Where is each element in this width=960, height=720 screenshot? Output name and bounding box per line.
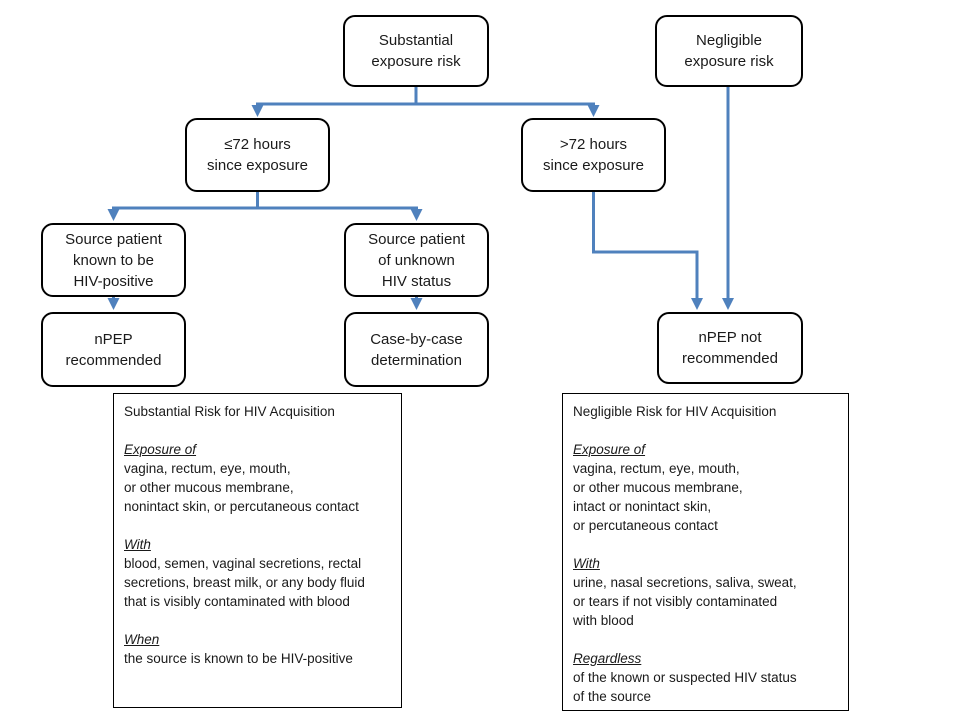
section-header: Exposure of	[573, 442, 646, 457]
section-body: of the known or suspected HIV status of …	[573, 670, 797, 704]
section-body: vagina, rectum, eye, mouth, or other muc…	[573, 461, 743, 533]
section-body: blood, semen, vaginal secretions, rectal…	[124, 556, 365, 609]
panel-negligible-risk-definition: Negligible Risk for HIV Acquisition Expo…	[562, 393, 849, 711]
node-le72-hours-since-exposure: ≤72 hours since exposure	[185, 118, 330, 192]
section-header: Regardless	[573, 651, 642, 666]
node-case-by-case-determination: Case-by-case determination	[344, 312, 489, 387]
node-source-patient-unknown-status: Source patient of unknown HIV status	[344, 223, 489, 297]
panel-substantial-risk-definition: Substantial Risk for HIV Acquisition Exp…	[113, 393, 402, 708]
section-when: When the source is known to be HIV-posit…	[124, 630, 391, 668]
connector-le72h-to-source-unknown	[257, 206, 423, 221]
node-npep-not-recommended: nPEP not recommended	[657, 312, 803, 384]
node-negligible-exposure-risk: Negligible exposure risk	[655, 15, 803, 87]
node-source-patient-hiv-positive: Source patient known to be HIV-positive	[41, 223, 186, 297]
panel-title: Negligible Risk for HIV Acquisition	[573, 404, 777, 419]
node-npep-recommended: nPEP recommended	[41, 312, 186, 387]
section-exposure-of: Exposure of vagina, rectum, eye, mouth, …	[573, 440, 838, 535]
section-header: When	[124, 632, 160, 647]
section-with: With blood, semen, vaginal secretions, r…	[124, 535, 391, 611]
section-header: With	[573, 556, 600, 571]
section-with: With urine, nasal secretions, saliva, sw…	[573, 554, 838, 630]
connector-le72h-to-source-known	[107, 206, 258, 221]
connector-gt72h-to-npep-not-recommended	[592, 192, 703, 310]
node-gt72-hours-since-exposure: >72 hours since exposure	[521, 118, 666, 192]
node-substantial-exposure-risk: Substantial exposure risk	[343, 15, 489, 87]
section-body: urine, nasal secretions, saliva, sweat, …	[573, 575, 797, 628]
section-header: With	[124, 537, 151, 552]
panel-title: Substantial Risk for HIV Acquisition	[124, 404, 335, 419]
connector-substantial-to-gt72h	[416, 102, 600, 117]
section-header: Exposure of	[124, 442, 197, 457]
section-body: the source is known to be HIV-positive	[124, 651, 353, 666]
section-regardless: Regardless of the known or suspected HIV…	[573, 649, 838, 706]
section-exposure-of: Exposure of vagina, rectum, eye, mouth, …	[124, 440, 391, 516]
section-body: vagina, rectum, eye, mouth, or other muc…	[124, 461, 359, 514]
connector-substantial-to-le72h	[251, 102, 416, 117]
